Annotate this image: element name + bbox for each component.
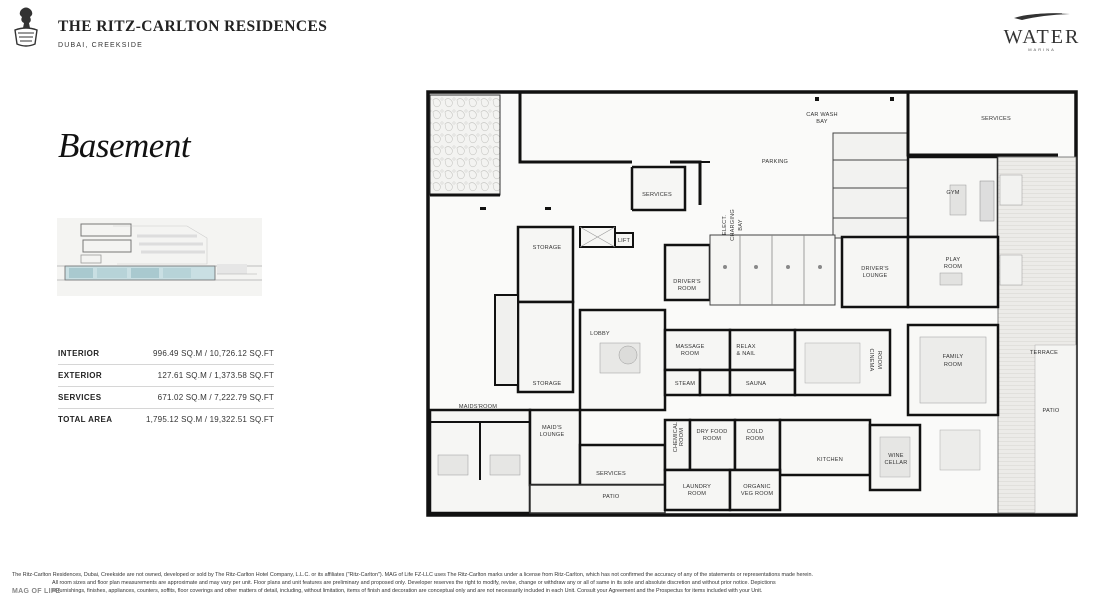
room-label: TERRACE — [1030, 350, 1058, 356]
room-label: BAY — [738, 219, 744, 230]
room-label: CAR WASH — [806, 112, 838, 118]
room-label: DRY FOOD — [697, 429, 728, 435]
area-row-services: SERVICES 671.02 SQ.M / 7,222.79 SQ.FT — [58, 387, 274, 409]
area-label: SERVICES — [58, 393, 102, 402]
brand-title: THE RITZ-CARLTON RESIDENCES — [58, 18, 328, 35]
room-label: CHEMICAL — [673, 422, 679, 453]
room-label: FAMILY — [943, 354, 964, 360]
room-label: LOBBY — [590, 331, 610, 337]
room-label: DRIVER'S — [861, 266, 889, 272]
room-label: CINEMA — [868, 349, 874, 372]
room-label: SERVICES — [642, 192, 672, 198]
room-label: ELECT. — [722, 215, 728, 235]
area-label: INTERIOR — [58, 349, 100, 358]
room-label: STEAM — [675, 381, 695, 387]
key-plan-section — [57, 218, 262, 296]
partner-wordmark: WATER — [1003, 26, 1081, 48]
room-label: MAID'S — [542, 425, 562, 431]
brand-header: THE RITZ-CARLTON RESIDENCES DUBAI, CREEK… — [12, 6, 327, 50]
room-label: STORAGE — [533, 381, 562, 387]
room-label: ROOM — [688, 491, 706, 497]
room-label: ROOM — [678, 286, 696, 292]
room-label: PLAY — [946, 257, 961, 263]
area-table: INTERIOR 996.49 SQ.M / 10,726.12 SQ.FT E… — [58, 343, 274, 430]
room-label: LIFT — [618, 238, 631, 244]
partner-subtext: MARINA — [1028, 47, 1056, 52]
area-value: 996.49 SQ.M / 10,726.12 SQ.FT — [153, 349, 274, 358]
room-label: CHARGING — [730, 209, 736, 241]
room-label: COLD — [747, 429, 763, 435]
room-label: SERVICES — [596, 471, 626, 477]
room-label: ROOM — [681, 351, 699, 357]
room-label: MASSAGE — [675, 344, 704, 350]
room-label: GYM — [946, 190, 959, 196]
area-row-total: TOTAL AREA 1,795.12 SQ.M / 19,322.51 SQ.… — [58, 409, 274, 430]
room-label: ORGANIC — [743, 484, 771, 490]
room-label: LAUNDRY — [683, 484, 711, 490]
room-label: STORAGE — [533, 245, 562, 251]
room-label: DRIVER'S — [673, 279, 701, 285]
disclaimer-line: of furnishings, finishes, appliances, co… — [52, 588, 763, 594]
room-label: SAUNA — [746, 381, 766, 387]
area-row-interior: INTERIOR 996.49 SQ.M / 10,726.12 SQ.FT — [58, 343, 274, 365]
room-label: ROOM — [944, 362, 962, 368]
area-label: EXTERIOR — [58, 371, 103, 380]
room-label: PATIO — [603, 494, 620, 500]
room-label: LOUNGE — [540, 432, 565, 438]
room-label: LOUNGE — [863, 273, 888, 279]
room-label: & NAIL — [737, 351, 756, 357]
room-label: VEG ROOM — [741, 491, 774, 497]
disclaimer-line: The Ritz-Carlton Residences, Dubai, Cree… — [12, 572, 813, 578]
room-label: ROOM — [944, 264, 962, 270]
area-label: TOTAL AREA — [58, 415, 113, 424]
page-title: Basement — [58, 126, 191, 165]
lion-crest-logo — [14, 7, 38, 47]
partner-logo: WATER MARINA — [994, 8, 1090, 52]
area-value: 127.61 SQ.M / 1,373.58 SQ.FT — [157, 371, 274, 380]
legal-disclaimer: The Ritz-Carlton Residences, Dubai, Cree… — [12, 571, 1092, 595]
room-label: ROOM — [876, 351, 882, 369]
area-value: 671.02 SQ.M / 7,222.79 SQ.FT — [157, 393, 274, 402]
room-label: MAIDS'ROOM — [459, 404, 497, 410]
developer-logo: MAG OF LIFE — [12, 588, 61, 595]
room-label: WINE — [888, 453, 903, 459]
disclaimer-line: All room sizes and floor plan measuremen… — [52, 580, 776, 586]
boat-wave-icon — [1014, 13, 1070, 20]
room-label: ROOM — [679, 428, 685, 446]
room-label: SERVICES — [981, 116, 1011, 122]
room-label: PARKING — [762, 159, 788, 165]
room-label: KITCHEN — [817, 457, 843, 463]
room-label: ROOM — [746, 436, 764, 442]
room-label: ROOM — [703, 436, 721, 442]
room-label: RELAX — [736, 344, 755, 350]
room-label: PATIO — [1043, 408, 1060, 414]
basement-floor-plan: CAR WASH BAY SERVICES PARKING SERVICES G… — [426, 90, 1078, 517]
room-label: CELLAR — [885, 460, 908, 466]
room-label: BAY — [816, 119, 827, 125]
area-row-exterior: EXTERIOR 127.61 SQ.M / 1,373.58 SQ.FT — [58, 365, 274, 387]
area-value: 1,795.12 SQ.M / 19,322.51 SQ.FT — [145, 415, 274, 424]
brand-subtitle: DUBAI, CREEKSIDE — [58, 42, 143, 49]
